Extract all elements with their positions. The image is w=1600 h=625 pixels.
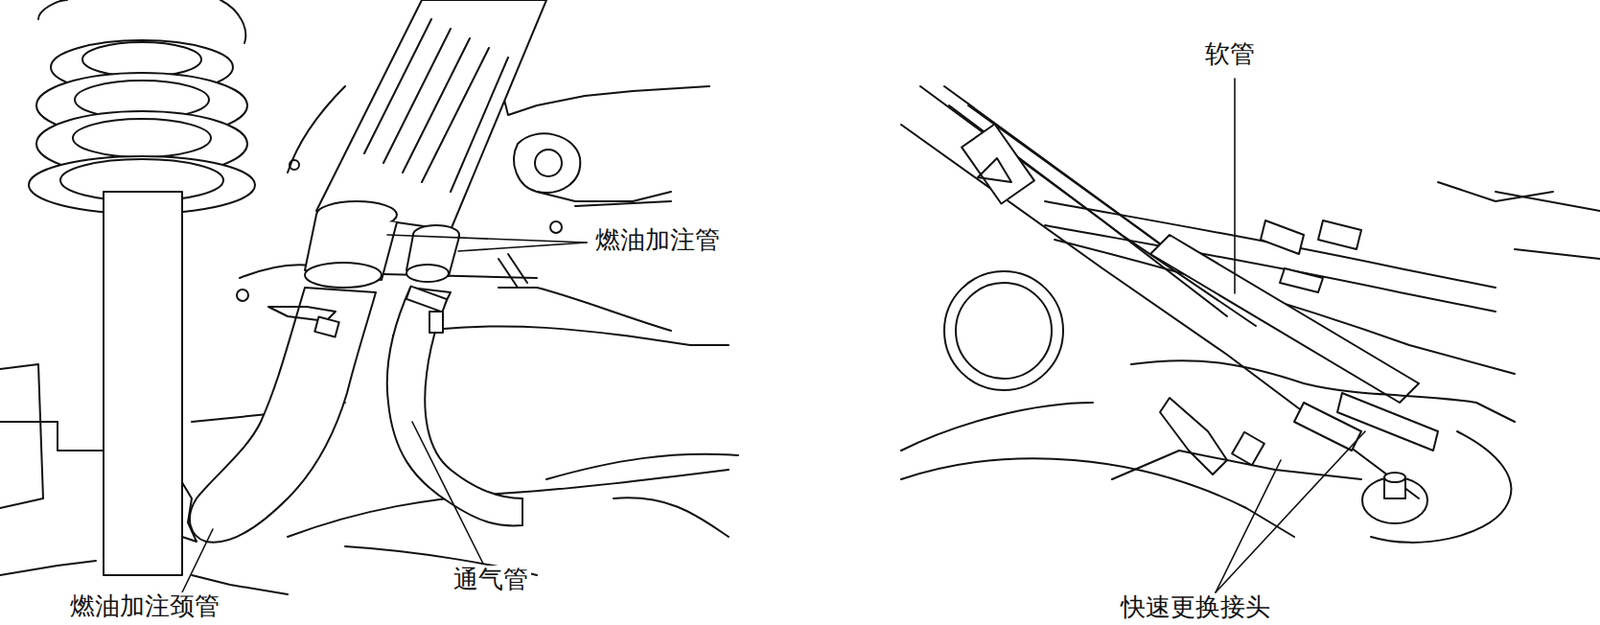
pipe-bundle — [901, 86, 1515, 499]
vent-hose — [387, 286, 523, 527]
part-label: 通气管 — [450, 565, 532, 595]
leader-lines — [182, 78, 1366, 593]
part-label: 软管 — [1202, 40, 1258, 70]
strut-spring — [28, 0, 256, 576]
filler-pipe-upper — [287, 0, 547, 288]
part-label: 快速更换接头 — [1117, 593, 1274, 623]
filler-neck-hose — [174, 287, 376, 543]
part-label: 燃油加注颈管 — [67, 592, 223, 622]
subframe — [901, 182, 1600, 543]
part-label: 燃油加注管 — [592, 226, 723, 256]
